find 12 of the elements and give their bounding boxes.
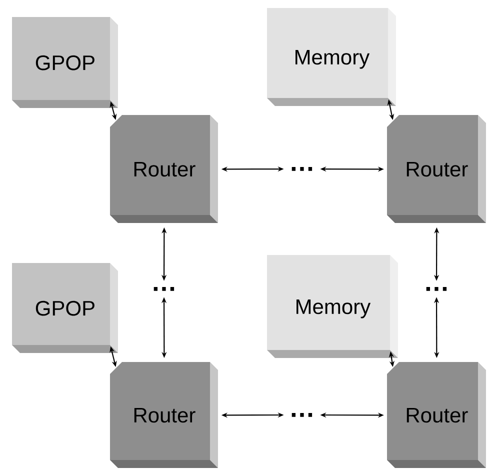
ellipsis: … [292, 167, 312, 171]
ellipsis: … [292, 413, 312, 417]
gpop-block: GPOP [12, 17, 118, 108]
gpop-block: GPOP [12, 263, 118, 353]
memory-block: Memory [267, 8, 396, 106]
memory-block: Memory [267, 255, 398, 358]
ellipsis: … [154, 287, 174, 291]
ellipsis: … [426, 287, 447, 291]
router-block: Router [110, 362, 218, 468]
router-block: Router [387, 115, 486, 223]
router-block: Router [110, 115, 218, 223]
router-block: Router [387, 362, 486, 468]
